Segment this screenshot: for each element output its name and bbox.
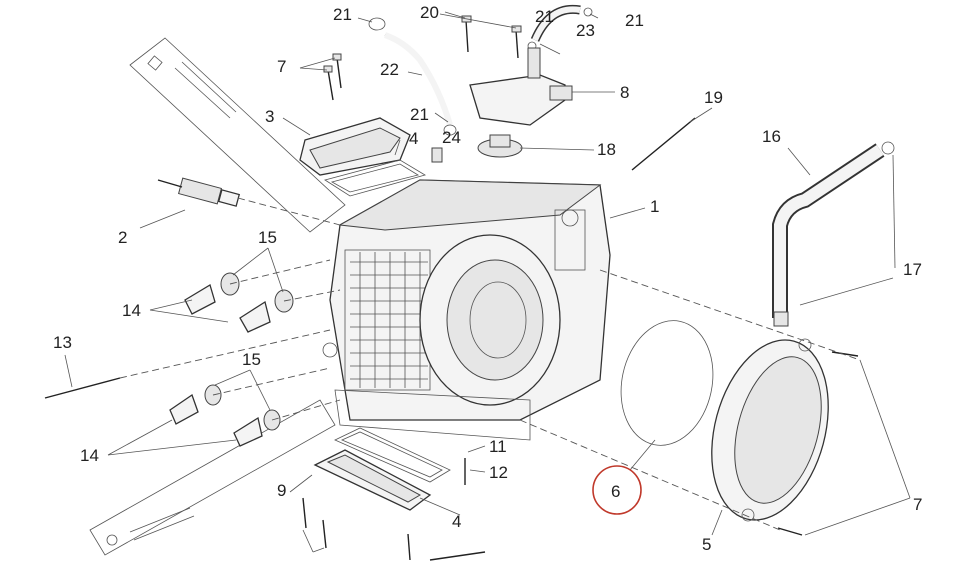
callout-5: 5 — [702, 535, 711, 554]
callout-21: 21 — [535, 7, 554, 26]
callout-16: 16 — [762, 127, 781, 146]
callout-4: 4 — [452, 512, 461, 531]
callout-1: 1 — [650, 197, 659, 216]
callout-24: 24 — [442, 128, 461, 147]
callout-13: 13 — [53, 333, 72, 352]
stud-13 — [44, 377, 121, 399]
callout-7: 7 — [277, 57, 286, 76]
gasket-4-top — [324, 159, 427, 197]
washers-15-upper — [220, 272, 294, 313]
hose-22 — [368, 17, 457, 136]
spark-plug-2 — [157, 177, 241, 207]
leader-lines — [64, 11, 911, 553]
cylinder-head — [322, 179, 611, 441]
callout-12: 12 — [489, 463, 508, 482]
hose-23 — [527, 4, 593, 51]
thermostat-18 — [477, 134, 523, 158]
callout-3: 3 — [265, 107, 274, 126]
bolts-7-bottom — [302, 497, 486, 561]
callout-15: 15 — [258, 228, 277, 247]
plugs-14-upper — [184, 284, 271, 333]
callout-8: 8 — [620, 83, 629, 102]
callout-19: 19 — [704, 88, 723, 107]
stud-19 — [631, 117, 696, 171]
callout-17: 17 — [903, 260, 922, 279]
screws-20 — [461, 15, 522, 59]
callout-6: 6 — [611, 482, 620, 501]
hose-16 — [772, 141, 895, 327]
callout-numbers: 21 20 21 23 21 7 22 8 19 3 21 4 24 18 16… — [53, 3, 922, 554]
bolts-7-top — [323, 53, 342, 101]
callout-7: 7 — [913, 495, 922, 514]
callout-21: 21 — [410, 105, 429, 124]
callout-22: 22 — [380, 60, 399, 79]
gasket-4-bottom — [334, 427, 451, 483]
plugs-14-lower — [169, 393, 263, 447]
rocker-cover-3 — [299, 117, 411, 176]
tilted-panel-bottom — [89, 399, 336, 556]
callout-9: 9 — [277, 481, 286, 500]
side-cover-5 — [711, 338, 829, 522]
fitting-24 — [431, 147, 443, 163]
tilted-panel-top — [129, 37, 346, 233]
callout-21: 21 — [625, 11, 644, 30]
callout-14: 14 — [122, 301, 141, 320]
callout-23: 23 — [576, 21, 595, 40]
callout-21: 21 — [333, 5, 352, 24]
callout-2: 2 — [118, 228, 127, 247]
callout-4: 4 — [409, 129, 418, 148]
callout-11: 11 — [489, 437, 507, 456]
head-fins — [350, 252, 428, 388]
callout-18: 18 — [597, 140, 616, 159]
callout-15: 15 — [242, 350, 261, 369]
callout-20: 20 — [420, 3, 439, 22]
alignment-dash-lines — [119, 197, 861, 531]
thermostat-housing-8 — [469, 47, 573, 126]
o-ring-6 — [620, 320, 714, 446]
highlight-circle — [592, 465, 642, 515]
bolts-7-right — [777, 351, 859, 536]
callout-14: 14 — [80, 446, 99, 465]
bottom-cover-9 — [313, 449, 432, 511]
